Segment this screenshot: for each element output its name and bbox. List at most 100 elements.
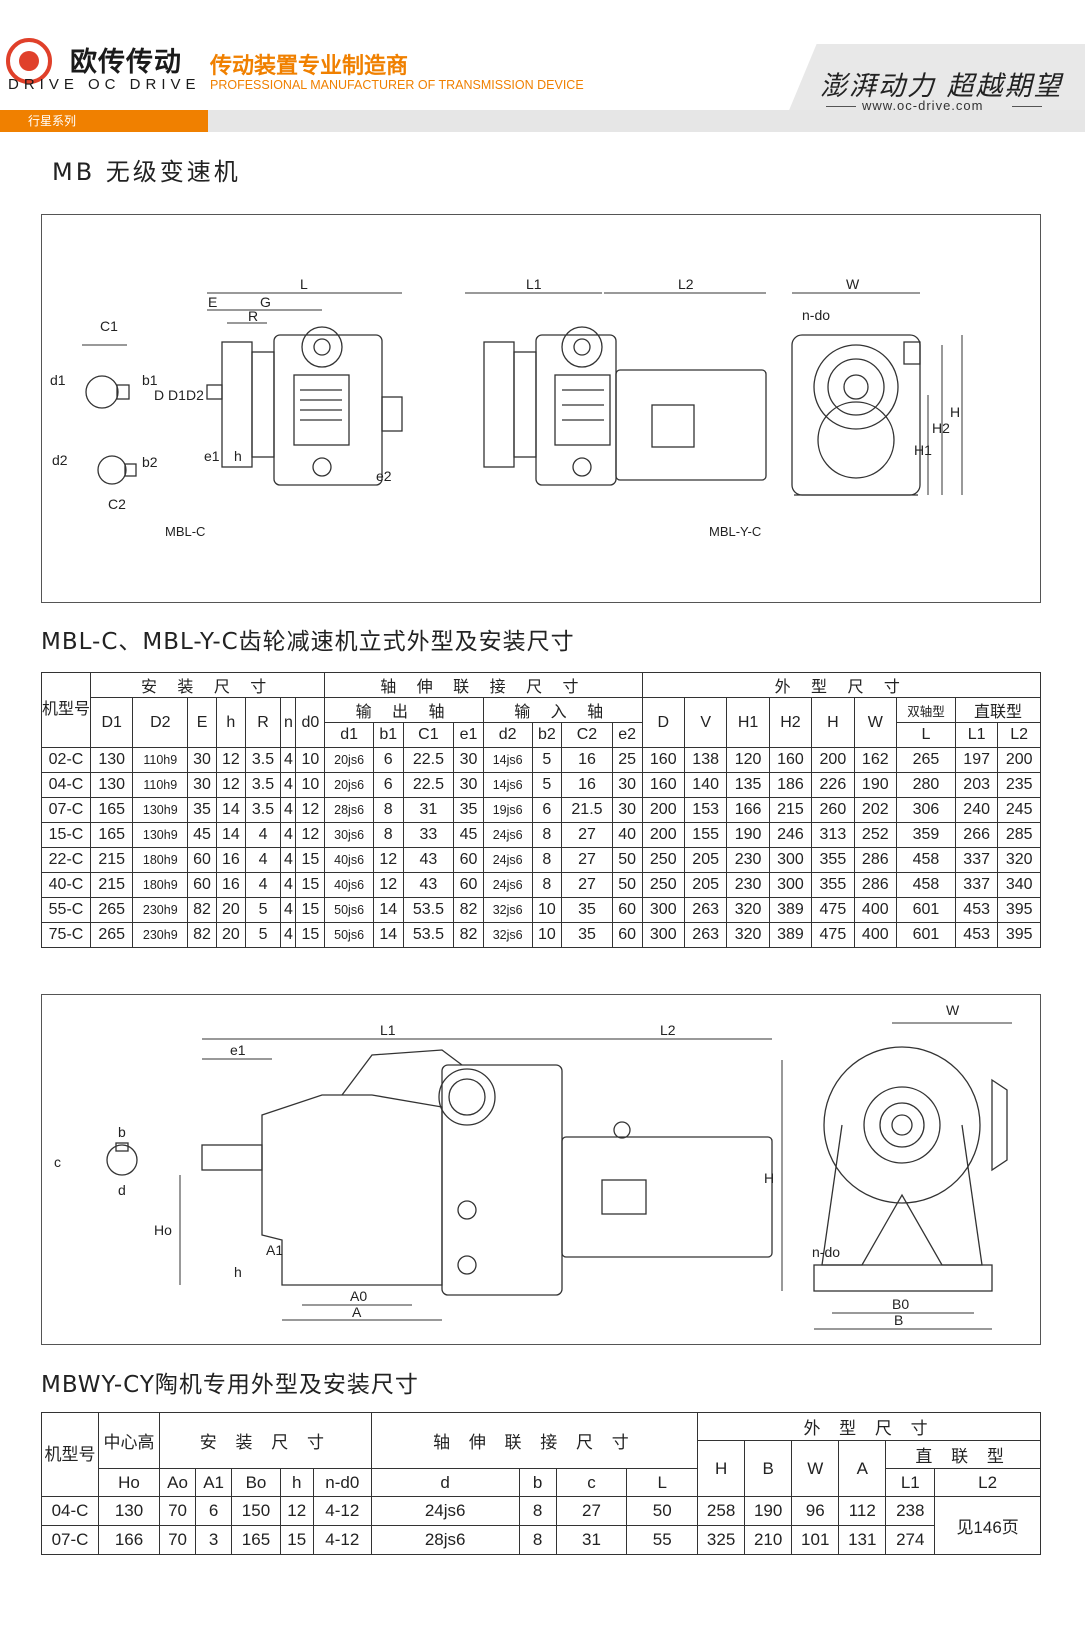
dim-G: G (260, 294, 271, 310)
th2-L: L (626, 1468, 699, 1497)
value-cell: 82 (187, 897, 217, 923)
value-cell: 4-12 (312, 1525, 372, 1555)
th2-n-d0: n-d0 (312, 1468, 372, 1497)
th2-W: W (791, 1440, 840, 1497)
value-cell: 50 (611, 847, 643, 873)
th2-d: d (370, 1468, 520, 1497)
value-cell: 10 (531, 922, 563, 948)
value-cell: 25 (611, 747, 643, 773)
value-cell: 359 (895, 822, 956, 848)
dim-H: H (950, 404, 960, 420)
value-cell: 340 (997, 872, 1041, 898)
model-cell: 40-C (41, 872, 91, 898)
dim-L2: L2 (678, 276, 694, 292)
th-d2: d2 (482, 722, 533, 748)
th2-L2: L2 (934, 1468, 1041, 1497)
value-cell: 130 (98, 1496, 160, 1526)
value-cell: 265 (89, 922, 134, 948)
value-cell: 27 (561, 872, 613, 898)
dim2-A1: A1 (266, 1242, 283, 1258)
value-cell: 601 (895, 922, 956, 948)
value-cell: 28js6 (370, 1525, 520, 1555)
value-cell: 101 (791, 1525, 840, 1555)
value-cell: 215 (89, 872, 134, 898)
url-rule-right (1012, 106, 1042, 107)
value-cell: 24js6 (370, 1496, 520, 1526)
value-cell: 5 (244, 922, 282, 948)
value-cell: 453 (954, 897, 999, 923)
dim-D1: D1 (168, 387, 186, 403)
value-cell: 166 (726, 797, 770, 823)
value-cell: 50js6 (324, 922, 374, 948)
value-cell: 16 (215, 872, 246, 898)
th2-model: 机型号 (41, 1412, 99, 1497)
value-cell: 266 (954, 822, 999, 848)
th2-H: H (697, 1440, 746, 1497)
value-cell: 12 (295, 797, 326, 823)
value-cell: 138 (683, 747, 728, 773)
dim-L1: L1 (526, 276, 542, 292)
dim2-b: b (118, 1124, 126, 1140)
dimension-labels: L E G R C1 C2 d1 b1 d2 b2 D D1 D2 e1 h e… (50, 276, 960, 539)
value-cell: 33 (402, 822, 455, 848)
model-cell: 75-C (41, 922, 91, 948)
th-shape: 外 型 尺 寸 (641, 672, 1042, 698)
value-cell: 300 (768, 847, 813, 873)
value-cell: 60 (453, 847, 484, 873)
value-cell: 280 (895, 772, 956, 798)
th2-center: 中心高 (98, 1412, 160, 1469)
value-cell: 30js6 (324, 822, 374, 848)
dim2-c: c (54, 1154, 61, 1170)
value-cell: 4-12 (312, 1496, 372, 1526)
value-cell: 12 (372, 847, 404, 873)
value-cell: 355 (811, 847, 855, 873)
value-cell: 300 (641, 922, 685, 948)
th2-Bo: Bo (231, 1468, 281, 1497)
value-cell: 6 (195, 1496, 233, 1526)
website-url: www.oc-drive.com (862, 98, 984, 113)
value-cell: 286 (853, 872, 897, 898)
value-cell: 166 (98, 1525, 160, 1555)
value-cell: 153 (683, 797, 728, 823)
value-cell: 4 (280, 797, 297, 823)
dim2-L2: L2 (660, 1022, 676, 1038)
value-cell: 20 (215, 897, 246, 923)
th-C2: C2 (561, 722, 613, 748)
model-cell: 55-C (41, 897, 91, 923)
model-cell: 07-C (41, 797, 91, 823)
value-cell: 110h9 (132, 747, 189, 773)
dim-H1: H1 (914, 442, 932, 458)
th-D1: D1 (89, 697, 134, 748)
value-cell: 8 (518, 1496, 557, 1526)
th2-A: A (838, 1440, 887, 1497)
value-cell: 14 (372, 922, 404, 948)
th2-c: c (555, 1468, 628, 1497)
value-cell: 130h9 (132, 822, 189, 848)
dimension-labels-2: L1 L2 e1 b c d Ho A1 h A0 A W H n-do B0 … (54, 1002, 960, 1328)
th-e2: e2 (611, 722, 643, 748)
value-cell: 12 (372, 872, 404, 898)
header-band (0, 110, 1085, 132)
value-cell: 30 (611, 772, 643, 798)
value-cell: 27 (561, 847, 613, 873)
value-cell: 32js6 (482, 922, 533, 948)
th-D: D (641, 697, 685, 748)
value-cell: 3.5 (244, 797, 282, 823)
dim-R: R (248, 308, 258, 324)
th2-A1: A1 (195, 1468, 233, 1497)
value-cell: 190 (744, 1496, 793, 1526)
value-cell: 14 (215, 797, 246, 823)
value-cell: 15 (295, 847, 326, 873)
th-h: h (215, 697, 246, 748)
value-cell: 22.5 (402, 747, 455, 773)
value-cell: 313 (811, 822, 855, 848)
value-cell: 165 (89, 797, 134, 823)
dim-D: D (154, 387, 164, 403)
value-cell: 230 (726, 872, 770, 898)
value-cell: 5 (531, 747, 563, 773)
th2-shape: 外 型 尺 寸 (697, 1412, 1041, 1441)
